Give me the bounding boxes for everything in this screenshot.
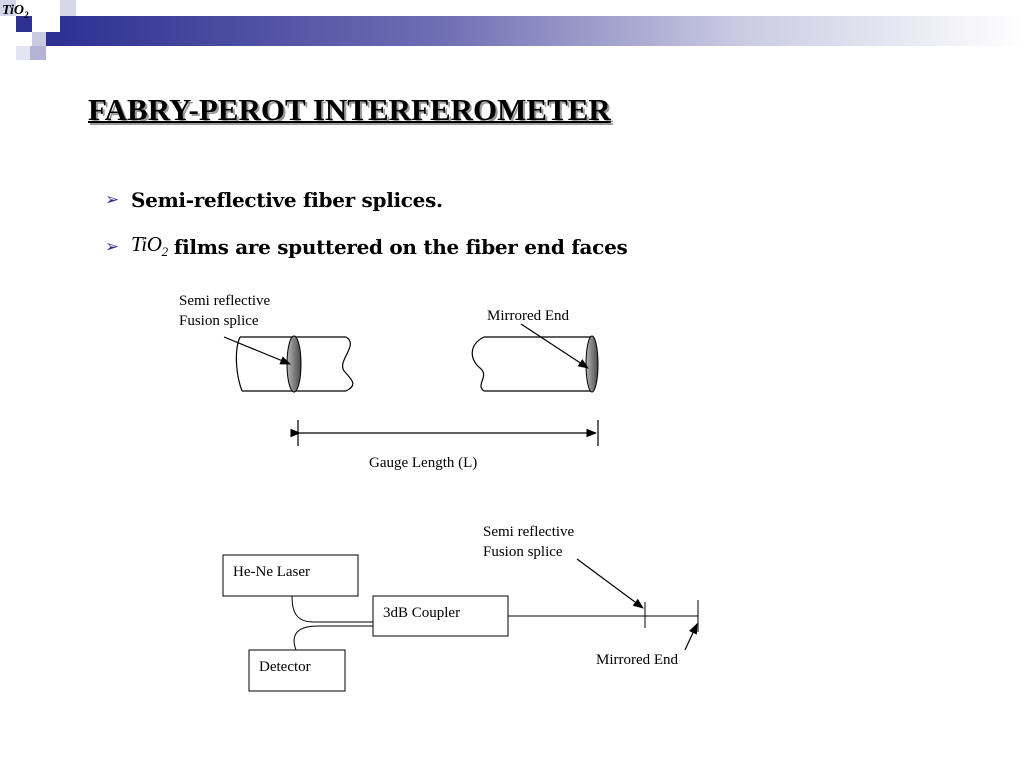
gauge-length-dimension (290, 420, 599, 446)
bullet-text: films are sputtered on the fiber end fac… (173, 234, 628, 259)
detector-box (248, 649, 346, 692)
bottom-splice-label-line1: Semi reflective (483, 524, 575, 540)
header-square (16, 16, 32, 32)
header-square (32, 32, 46, 46)
top-splice-label-line1: Semi reflective (179, 293, 271, 309)
header-square (0, 0, 16, 16)
bottom-mirrored-label: Mirrored End (596, 652, 679, 668)
detector-label: Detector (259, 659, 311, 675)
bullet-list: ➢ Semi-reflective fiber splices. ➢ TiO2 … (105, 176, 628, 270)
bottom-mirrored-arrow (684, 623, 698, 651)
coupler-box (372, 595, 509, 637)
bullet-item: ➢ Semi-reflective fiber splices. (105, 176, 627, 223)
slide-title: FABRY-PEROT INTERFEROMETER (88, 92, 611, 127)
coupler-label: 3dB Coupler (383, 605, 460, 621)
bottom-splice-arrow (576, 558, 644, 609)
header-square (46, 32, 60, 46)
bottom-splice-label-line2: Fusion splice (483, 544, 563, 560)
fiber-right-segment (471, 336, 592, 392)
top-mirrored-label: Mirrored End (487, 308, 570, 324)
top-splice-label-line2: Fusion splice (179, 313, 259, 329)
laser-box (222, 554, 359, 597)
fiber-leads (291, 595, 699, 651)
top-mirrored-arrow (520, 323, 589, 369)
corner-label: TiO2 (2, 3, 29, 20)
laser-label: He-Ne Laser (233, 564, 310, 580)
bullet-item: ➢ TiO2 films are sputtered on the fiber … (105, 223, 628, 270)
header-square (30, 46, 46, 60)
bullet-prefix: TiO2 (131, 232, 168, 260)
gauge-length-label: Gauge Length (L) (369, 455, 477, 471)
arrow-bullet-icon: ➢ (105, 236, 119, 257)
bullet-text: Semi-reflective fiber splices. (131, 187, 443, 212)
header-square (60, 0, 76, 16)
mirrored-end-disc (585, 335, 599, 393)
top-splice-arrow (223, 336, 291, 365)
header-square (16, 46, 30, 60)
arrow-bullet-icon: ➢ (105, 189, 119, 210)
header-gradient-band (60, 16, 1024, 46)
